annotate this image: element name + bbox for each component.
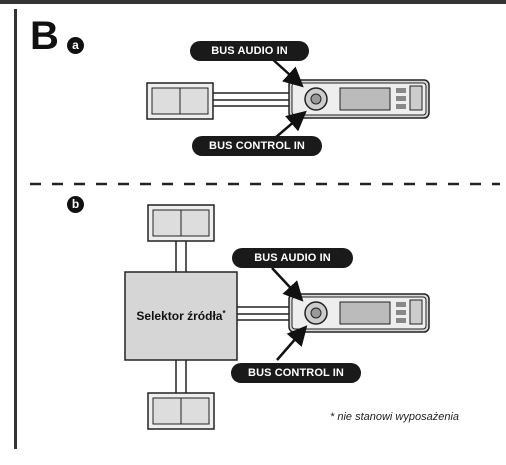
left-margin-rule	[14, 9, 17, 449]
variant-a-badge: a	[67, 37, 84, 54]
variant-a-audio-arrow	[269, 56, 304, 88]
variant-b-top-cables	[175, 241, 187, 272]
variant-a-cables	[213, 92, 290, 107]
variant-a-control-label: BUS CONTROL IN	[192, 136, 322, 156]
top-rule	[0, 0, 506, 4]
variant-b-head-unit	[288, 293, 430, 333]
variant-a-control-arrow	[274, 110, 307, 139]
variant-b-badge: b	[67, 196, 84, 213]
variant-a-head-unit	[288, 79, 430, 119]
variant-b-control-label: BUS CONTROL IN	[231, 363, 361, 383]
variant-b-audio-label: BUS AUDIO IN	[232, 248, 353, 268]
footnote: * nie stanowi wyposażenia	[330, 411, 460, 423]
variant-a-audio-label: BUS AUDIO IN	[190, 41, 309, 61]
variant-b-top-source-unit	[147, 204, 215, 242]
variant-b-audio-arrow	[271, 267, 304, 302]
source-selector-label: Selektor źródła*	[136, 309, 226, 323]
section-letter: B	[30, 14, 59, 58]
variant-b-cables	[237, 306, 290, 321]
variant-b-control-arrow	[276, 325, 308, 361]
variant-b-bottom-source-unit	[147, 392, 215, 430]
variant-a-source-unit	[146, 82, 214, 120]
variant-b-bottom-cables	[175, 360, 187, 393]
source-selector-box	[124, 271, 238, 361]
